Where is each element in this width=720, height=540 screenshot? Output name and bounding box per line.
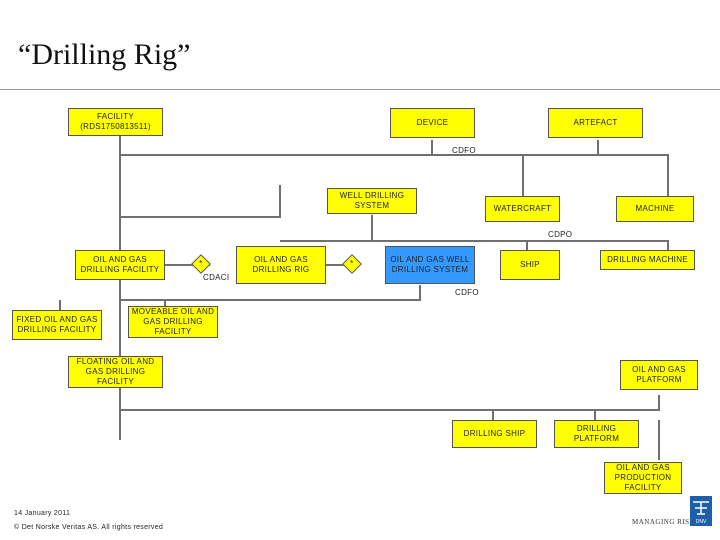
node-facility[interactable]: FACILITY (RDS1750813511) xyxy=(68,108,163,136)
node-moveable-label: MOVEABLE OIL AND GAS DRILLING FACILITY xyxy=(131,307,215,336)
node-artefact[interactable]: ARTEFACT xyxy=(548,108,643,138)
footer-copyright: © Det Norske Veritas AS. All rights rese… xyxy=(14,524,164,531)
footer-date: 14 January 2011 xyxy=(14,510,71,517)
node-drilling-ship[interactable]: DRILLING SHIP xyxy=(452,420,537,448)
node-oil-gas-drilling-rig[interactable]: OIL AND GAS DRILLING RIG xyxy=(236,246,326,284)
label-cdfo-mid: CDFO xyxy=(455,288,479,297)
node-device-label: DEVICE xyxy=(416,118,449,127)
node-oil-gas-drilling-rig-label: OIL AND GAS DRILLING RIG xyxy=(252,255,310,274)
node-watercraft-label: WATERCRAFT xyxy=(493,204,552,213)
node-floating-label: FLOATING OIL AND GAS DRILLING FACILITY xyxy=(76,357,155,386)
slide-title: “Drilling Rig” xyxy=(18,38,191,71)
node-watercraft[interactable]: WATERCRAFT xyxy=(485,196,560,222)
connector-facility xyxy=(119,130,669,200)
title-divider xyxy=(0,89,720,90)
node-production-label: OIL AND GAS PRODUCTION FACILITY xyxy=(614,463,672,492)
node-machine-label: MACHINE xyxy=(635,204,675,213)
node-facility-label: FACILITY (RDS1750813511) xyxy=(80,112,151,131)
node-oil-gas-well-drilling-system[interactable]: OIL AND GAS WELL DRILLING SYSTEM xyxy=(385,246,475,284)
label-cdaci: CDACI xyxy=(203,273,230,282)
managing-risk-text: MANAGING RISK xyxy=(632,518,696,526)
diamond-2-label: * xyxy=(350,258,354,268)
node-oil-gas-well-drilling-system-label: OIL AND GAS WELL DRILLING SYSTEM xyxy=(390,255,470,274)
node-fixed-oil-gas-drilling-facility[interactable]: FIXED OIL AND GAS DRILLING FACILITY xyxy=(12,310,102,340)
node-drilling-ship-label: DRILLING SHIP xyxy=(463,429,526,438)
node-ship-label: SHIP xyxy=(520,260,540,269)
dnv-logo-icon: DNV xyxy=(690,496,712,526)
node-floating-oil-gas-drilling-facility[interactable]: FLOATING OIL AND GAS DRILLING FACILITY xyxy=(68,356,163,388)
node-fixed-label: FIXED OIL AND GAS DRILLING FACILITY xyxy=(16,315,98,334)
node-artefact-label: ARTEFACT xyxy=(573,118,618,127)
node-drilling-machine[interactable]: DRILLING MACHINE xyxy=(600,250,695,270)
connector-mid xyxy=(120,285,421,301)
svg-text:DNV: DNV xyxy=(696,519,707,525)
label-cdfo-top: CDFO xyxy=(452,146,476,155)
node-moveable-oil-gas-drilling-facility[interactable]: MOVEABLE OIL AND GAS DRILLING FACILITY xyxy=(128,306,218,338)
node-oil-gas-platform-label: OIL AND GAS PLATFORM xyxy=(632,365,686,384)
node-oil-gas-platform[interactable]: OIL AND GAS PLATFORM xyxy=(620,360,698,390)
connector-bottom xyxy=(120,395,660,411)
node-oil-gas-drilling-facility-label: OIL AND GAS DRILLING FACILITY xyxy=(80,255,160,274)
connector-rig-to-trunk xyxy=(120,185,281,218)
diamond-1-label: * xyxy=(199,258,203,268)
node-oil-gas-production-facility[interactable]: OIL AND GAS PRODUCTION FACILITY xyxy=(604,462,682,494)
node-drilling-platform[interactable]: DRILLING PLATFORM xyxy=(554,420,639,448)
node-well-drilling-system-label: WELL DRILLING SYSTEM xyxy=(339,191,405,210)
label-cdpo: CDPO xyxy=(548,230,573,239)
node-device[interactable]: DEVICE xyxy=(390,108,475,138)
node-ship[interactable]: SHIP xyxy=(500,250,560,280)
node-machine[interactable]: MACHINE xyxy=(616,196,694,222)
node-well-drilling-system[interactable]: WELL DRILLING SYSTEM xyxy=(327,188,417,214)
node-drilling-machine-label: DRILLING MACHINE xyxy=(607,255,688,264)
node-oil-gas-drilling-facility[interactable]: OIL AND GAS DRILLING FACILITY xyxy=(75,250,165,280)
node-drilling-platform-label: DRILLING PLATFORM xyxy=(573,424,620,443)
connector-cdpo xyxy=(371,230,669,250)
